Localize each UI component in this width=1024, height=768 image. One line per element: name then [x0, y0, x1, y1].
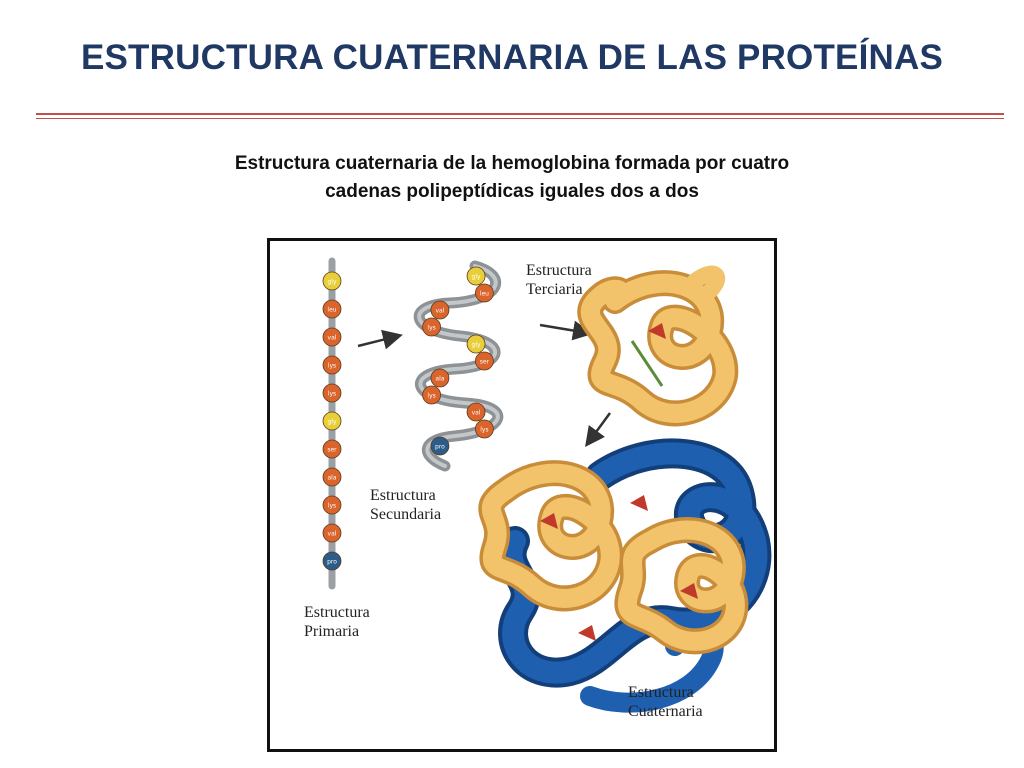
primary-residue-9: val [322, 523, 342, 543]
label-terciaria: Estructura Terciaria [526, 262, 592, 298]
helix-highlight [417, 264, 500, 468]
primary-residue-1: leu [322, 299, 342, 319]
helix-residue-label: pro [435, 444, 445, 451]
primary-residue-label: leu [327, 307, 336, 314]
primary-residue-2: val [322, 327, 342, 347]
quaternary-heme-1 [540, 513, 558, 529]
label-secundaria: Estructura Secundaria [370, 487, 442, 523]
quaternary-structure [478, 438, 772, 713]
helix-residue-bead [475, 283, 494, 303]
quaternary-blue-chain [500, 442, 768, 684]
quaternary-heme-2 [630, 495, 648, 511]
helix-residue-7: lys [422, 385, 441, 405]
helix-residue-bead [430, 436, 450, 456]
helix-residue-bead [466, 402, 486, 422]
quaternary-gold-chain-2 [617, 520, 745, 651]
helix-residue-5: ser [475, 351, 494, 371]
helix-residue-bead [430, 300, 450, 320]
helix-residue-label: leu [480, 291, 489, 298]
primary-residue-bead [322, 355, 342, 375]
helix-residue-bead [422, 385, 441, 405]
primary-residue-bead [322, 411, 342, 431]
tertiary-chain [580, 273, 735, 423]
tertiary-chain-end [687, 265, 726, 299]
title-divider-thin [36, 118, 1004, 119]
primary-residue-bead [322, 495, 342, 515]
helix-residue-bead [466, 266, 486, 286]
label-cuaternaria: Estructura Cuaternaria [628, 684, 703, 720]
arrow-primary-to-secondary [357, 329, 403, 350]
protein-structure-figure: gly leu val lys lys gly ser ala lys val pro gly leu… [267, 238, 777, 752]
protein-structure-illustration: gly leu val lys lys gly ser ala lys val pro gly leu… [322, 257, 772, 713]
primary-residue-bead [322, 299, 342, 319]
primary-residue-beads: gly leu val lys lys gly ser ala lys val pro [322, 271, 342, 571]
primary-structure: gly leu val lys lys gly ser ala lys val pro [322, 257, 342, 590]
primary-residue-bead [322, 467, 342, 487]
primary-residue-bead [322, 383, 342, 403]
helix-residue-label: lys [427, 325, 435, 332]
primary-residue-bead [322, 327, 342, 347]
quaternary-gold-chain-1 [481, 463, 620, 608]
subtitle-line-2: cadenas polipeptídicas iguales dos a dos [325, 181, 699, 202]
primary-residue-label: lys [328, 363, 336, 370]
helix-residue-bead [475, 419, 494, 439]
helix-residue-bead [475, 351, 494, 371]
helix-residue-bead [422, 317, 441, 337]
helix-residue-label: val [435, 308, 444, 315]
primary-residue-bead [322, 551, 342, 571]
quaternary-heme-4 [578, 625, 596, 641]
helix-residue-label: lys [427, 393, 435, 400]
helix-residue-10: pro [430, 436, 450, 456]
primary-residue-label: val [328, 335, 337, 342]
primary-residue-label: lys [328, 503, 336, 510]
helix-residue-label: ala [435, 376, 444, 383]
helix-residue-4: gly [466, 334, 486, 354]
tertiary-helix-segment [630, 340, 664, 387]
tertiary-structure [577, 265, 739, 427]
primary-residue-bead [322, 439, 342, 459]
primary-residue-4: lys [322, 383, 342, 403]
primary-residue-10: pro [322, 551, 342, 571]
tertiary-heme-group [648, 323, 666, 339]
primary-residue-label: lys [328, 391, 336, 398]
primary-residue-label: ser [327, 447, 337, 454]
primary-residue-7: ala [322, 467, 342, 487]
helix-residue-1: leu [475, 283, 494, 303]
helix-residue-8: val [466, 402, 486, 422]
helix-residue-bead [430, 368, 450, 388]
slide-title: ESTRUCTURA CUATERNARIA DE LAS PROTEÍNAS [80, 38, 944, 77]
secondary-structure: gly leu val lys gly ser ala lys val lys pro [413, 260, 504, 472]
helix-residue-6: ala [430, 368, 450, 388]
helix-residue-label: val [472, 410, 481, 417]
helix-residue-label: lys [480, 427, 488, 434]
helix-residue-label: gly [472, 274, 481, 281]
primary-residue-label: gly [327, 279, 336, 286]
helix-residue-bead [466, 334, 486, 354]
primary-residue-label: ala [327, 475, 336, 482]
helix-residue-9: lys [475, 419, 494, 439]
helix-residue-0: gly [466, 266, 486, 286]
primary-residue-label: pro [327, 559, 337, 566]
helix-residue-2: val [430, 300, 450, 320]
primary-residue-6: ser [322, 439, 342, 459]
primary-residue-0: gly [322, 271, 342, 291]
primary-residue-5: gly [322, 411, 342, 431]
primary-residue-bead [322, 271, 342, 291]
quaternary-heme-3 [680, 583, 698, 599]
helix-residue-beads: gly leu val lys gly ser ala lys val lys pro [422, 266, 494, 456]
primary-residue-label: val [328, 531, 337, 538]
primary-residue-label: gly [327, 419, 336, 426]
slide-subtitle: Estructura cuaternaria de la hemoglobina… [120, 150, 904, 206]
arrow-secondary-to-tertiary [539, 320, 593, 341]
helix-residue-label: ser [480, 359, 490, 366]
primary-residue-8: lys [322, 495, 342, 515]
primary-residue-3: lys [322, 355, 342, 375]
helix-residue-3: lys [422, 317, 441, 337]
label-primaria: Estructura Primaria [304, 604, 370, 640]
primary-residue-bead [322, 523, 342, 543]
subtitle-line-1: Estructura cuaternaria de la hemoglobina… [234, 153, 790, 174]
title-divider-thick [36, 113, 1004, 115]
helix-residue-label: gly [472, 342, 481, 349]
arrow-tertiary-to-quaternary [585, 412, 612, 448]
